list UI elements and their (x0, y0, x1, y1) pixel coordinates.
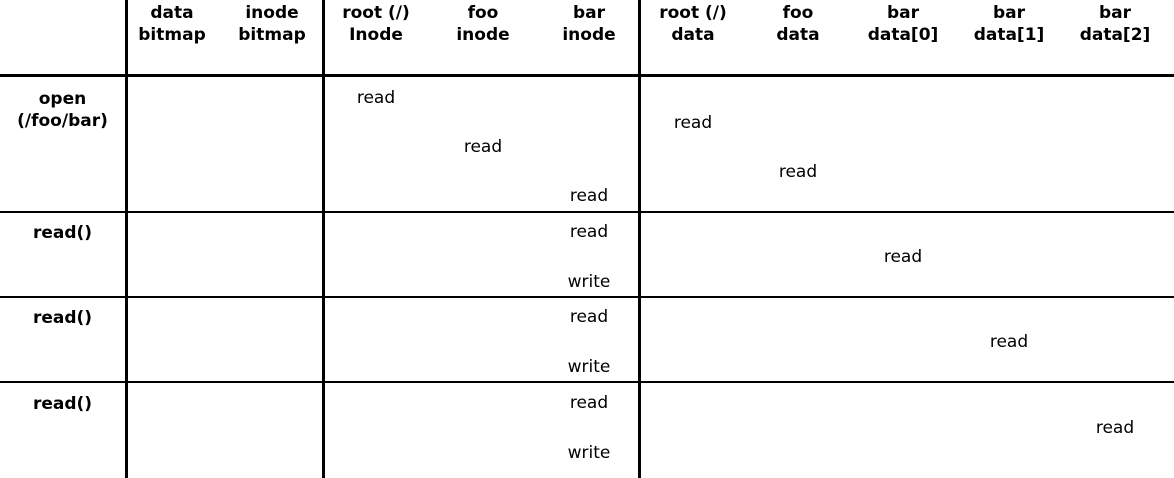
cell-read-3-bar-inode-read: read (569, 393, 609, 413)
column-header-line1: bar (992, 3, 1026, 23)
row-label-line2: (/foo/bar) (17, 111, 108, 131)
column-header-line1: foo (782, 3, 814, 23)
hrule-row-1 (0, 211, 1174, 213)
column-header-line2: Inode (349, 25, 403, 45)
cell-read-2-bar-data-1-read: read (989, 332, 1029, 352)
column-header-line2: inode (562, 25, 616, 45)
column-header-line1: bar (572, 3, 606, 23)
column-header-line2: bitmap (238, 25, 306, 45)
cell-read-1-bar-data-0-read: read (883, 247, 923, 267)
cell-read-2-bar-inode-read: read (569, 307, 609, 327)
column-header-line2: inode (456, 25, 510, 45)
column-header-line2: data[2] (1079, 25, 1151, 45)
column-header-line1: foo (467, 3, 499, 23)
column-header-line1: bar (1098, 3, 1132, 23)
cell-open-foo-bar-foo-inode-read: read (463, 137, 503, 157)
vrule-inode (322, 0, 325, 478)
row-label-read-1: read() (0, 222, 125, 244)
column-header-line2: data (671, 25, 715, 45)
cell-read-2-bar-inode-write: write (567, 357, 611, 377)
row-label-line1: read() (32, 223, 93, 243)
cell-read-3-bar-data-2-read: read (1095, 418, 1135, 438)
vrule-data (638, 0, 641, 478)
vrule-row-label (125, 0, 128, 478)
cell-open-foo-bar-bar-inode-read: read (569, 186, 609, 206)
row-label-line1: read() (32, 394, 93, 414)
row-label-read-3: read() (0, 393, 125, 415)
cell-open-foo-bar-root-inode-read: read (356, 88, 396, 108)
column-header-line1: inode (245, 3, 299, 23)
cell-open-foo-bar-foo-data-read: read (778, 162, 818, 182)
row-label-line1: read() (32, 308, 93, 328)
column-header-root-data: root (/)data (659, 2, 727, 46)
row-label-open-foo-bar: open(/foo/bar) (0, 88, 125, 132)
column-header-line2: data[0] (867, 25, 939, 45)
hrule-header (0, 74, 1174, 77)
column-header-line2: bitmap (138, 25, 206, 45)
column-header-root-inode: root (/)Inode (342, 2, 410, 46)
column-header-line1: root (/) (342, 3, 410, 23)
row-label-read-2: read() (0, 307, 125, 329)
cell-read-3-bar-inode-write: write (567, 443, 611, 463)
column-header-line1: data (150, 3, 194, 23)
hrule-row-2 (0, 296, 1174, 298)
column-header-line2: data[1] (973, 25, 1045, 45)
hrule-row-3 (0, 381, 1174, 383)
column-header-line2: data (776, 25, 820, 45)
row-label-line1: open (38, 89, 87, 109)
column-header-line1: bar (886, 3, 920, 23)
cell-read-1-bar-inode-read: read (569, 222, 609, 242)
column-header-line1: root (/) (659, 3, 727, 23)
cell-open-foo-bar-root-data-read: read (673, 113, 713, 133)
cell-read-1-bar-inode-write: write (567, 272, 611, 292)
